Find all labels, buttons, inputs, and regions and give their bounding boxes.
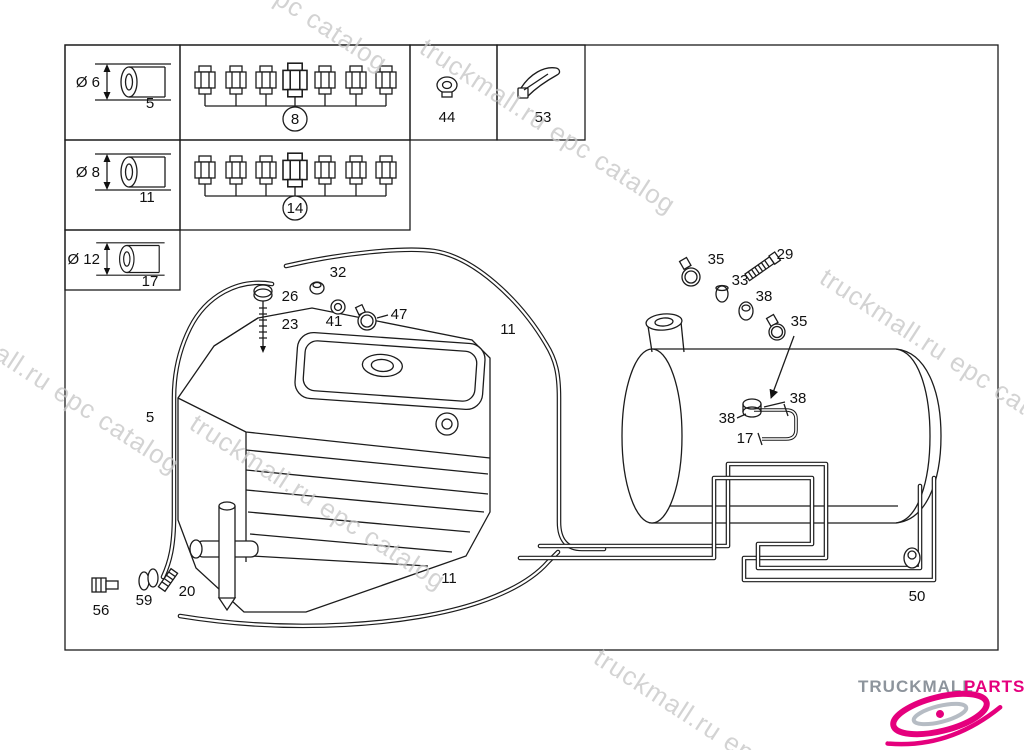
fitting-icon	[345, 155, 367, 185]
drain-valve-icon	[189, 501, 259, 612]
washer-icons	[138, 568, 159, 591]
fitting-group-8	[194, 62, 397, 132]
callout-23: 23	[282, 316, 299, 333]
bushing-icon	[715, 284, 729, 303]
dia6-dimension-label: Ø 6	[76, 74, 100, 91]
group14-number: 14	[287, 200, 304, 217]
dia12-cylinder-icon	[95, 242, 166, 276]
clip-icon	[436, 76, 458, 98]
callout-26: 26	[282, 288, 299, 305]
oil-filler-cap	[361, 353, 403, 378]
tank-connector-pipe	[742, 398, 798, 446]
callout-17-pipe: 17	[737, 430, 754, 447]
dia12-spec	[95, 242, 166, 276]
dia12-part-number: 17	[142, 273, 159, 290]
leader-arrow	[769, 335, 795, 399]
callout-35-a: 35	[708, 251, 725, 268]
legend-box-dia6	[64, 44, 181, 141]
tank-end-cap	[621, 348, 683, 524]
hose-clamp-icon	[765, 313, 786, 341]
stud-bolt-icon	[744, 251, 782, 282]
legend-box-group14	[179, 139, 411, 231]
bushing-icon	[330, 299, 346, 315]
threaded-stem-icon	[157, 567, 179, 593]
callout-32: 32	[330, 264, 347, 281]
tie-part-number: 53	[535, 109, 552, 126]
callout-35-b: 35	[791, 313, 808, 330]
bushing-icon	[309, 281, 325, 295]
fitting-icon	[194, 65, 216, 95]
valve-cover	[294, 331, 486, 411]
dia6-cylinder-icon	[94, 63, 172, 101]
callout-38-b: 38	[790, 390, 807, 407]
fitting-icon	[194, 155, 216, 185]
dia12-dimension-label: Ø 12	[67, 251, 100, 268]
fitting-icon	[345, 65, 367, 95]
fitting-icon	[255, 65, 277, 95]
dia8-spec	[94, 153, 172, 191]
brand-wheel-icon	[885, 690, 1003, 747]
hose-clamp-icon	[354, 303, 389, 331]
hardware-above-tank	[678, 251, 795, 419]
engine-port	[435, 412, 459, 436]
legend-box-tie	[496, 44, 586, 141]
frame	[64, 44, 999, 651]
fitting-icon	[314, 65, 336, 95]
clip-part-number: 44	[439, 109, 456, 126]
banjo-bolt-icon	[91, 577, 119, 593]
fitting-group-14	[194, 152, 397, 221]
drain-valve-assembly	[91, 501, 259, 612]
callout-47: 47	[391, 306, 408, 323]
callout-labels: 32 26 23 41 47 11 5 29 35 33 38 35 38 38…	[93, 246, 926, 619]
grommet-50	[903, 547, 921, 569]
hose-clamp-marks	[757, 403, 789, 446]
brand-name-gray: TRUCKMALL	[858, 677, 974, 696]
callout-11-bottom: 11	[441, 570, 457, 587]
fitting-icon	[375, 155, 397, 185]
dia6-spec	[94, 63, 172, 101]
fuel-tank	[621, 313, 942, 524]
group8-circle	[282, 106, 308, 132]
callout-29: 29	[777, 246, 794, 263]
fitting-icon	[282, 152, 308, 188]
callout-41: 41	[326, 313, 343, 330]
callout-50: 50	[909, 588, 926, 605]
filler-neck	[645, 313, 685, 353]
brand-logo: TRUCKMALL PARTS	[858, 677, 1024, 747]
fitting-icon	[255, 155, 277, 185]
engine-top-parts	[253, 281, 389, 353]
fitting-icon	[225, 65, 247, 95]
callout-38-c: 38	[719, 410, 736, 427]
legend-box-dia12	[64, 229, 181, 291]
callout-5: 5	[146, 409, 154, 426]
dia8-dimension-label: Ø 8	[76, 164, 100, 181]
callout-59: 59	[136, 592, 153, 609]
callout-11-top: 11	[500, 321, 516, 338]
watermark-text: truckmall.ru epc catalog	[589, 642, 856, 750]
callout-38-a: 38	[756, 288, 773, 305]
fitting-icon	[314, 155, 336, 185]
brand-name-accent: PARTS	[964, 677, 1024, 696]
callout-33: 33	[732, 272, 749, 289]
group8-number: 8	[291, 111, 299, 128]
grommet-icon	[738, 301, 754, 321]
engine-block	[177, 307, 491, 613]
callout-56: 56	[93, 602, 110, 619]
fitting-icon	[282, 62, 308, 98]
hose-clamp-icon	[678, 256, 701, 287]
grommet-icon	[253, 284, 273, 302]
dia6-part-number: 5	[146, 95, 154, 112]
watermark-text: truckmall.ru epc catalog	[0, 292, 185, 480]
fitting-icon	[225, 155, 247, 185]
dia8-part-number: 11	[139, 189, 155, 206]
callout-20: 20	[179, 583, 196, 600]
group14-circle	[282, 195, 308, 221]
threaded-stud-icon	[259, 301, 267, 353]
dia8-cylinder-icon	[94, 153, 172, 191]
leader-ticks	[736, 401, 786, 419]
cable-tie-icon	[517, 67, 561, 99]
